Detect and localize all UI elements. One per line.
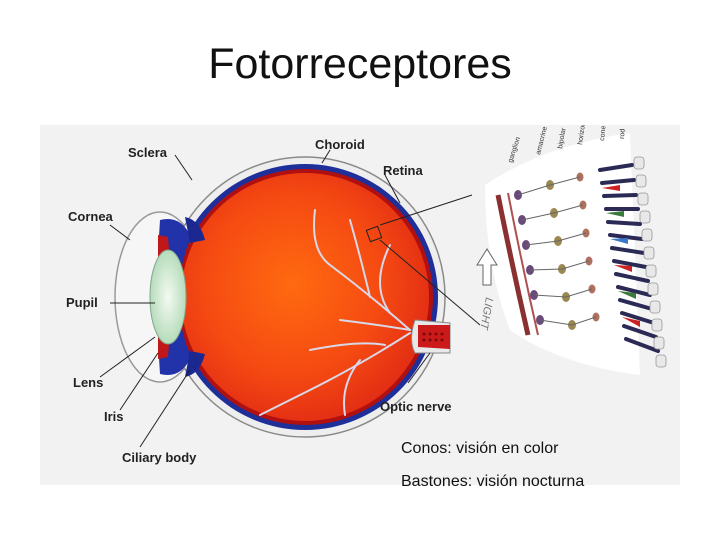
- layer-label-bipolar: bipolar: [557, 127, 568, 150]
- layer-label-rod: rod: [619, 128, 627, 139]
- zoom-line-bottom: [379, 239, 481, 326]
- slide-title: Fotorreceptores: [208, 40, 512, 88]
- optic-nerve: [418, 325, 450, 349]
- retina-cross-section: ganglion amacrine bipolar horizontal con…: [485, 125, 667, 375]
- ciliary-body-upper: [185, 217, 205, 243]
- cone-red-3: [622, 317, 640, 327]
- cone-red-2: [614, 265, 632, 272]
- caption-rods: Bastones: visión nocturna: [401, 473, 585, 490]
- label-sclera: Sclera: [128, 145, 168, 160]
- zoom-line-top: [379, 194, 473, 226]
- layer-label-cone: cone: [599, 125, 608, 141]
- eye-diagram: ganglion amacrine bipolar horizontal con…: [40, 125, 680, 485]
- inner-limiting-membrane: [495, 194, 531, 336]
- label-pupil: Pupil: [66, 295, 98, 310]
- retina-neurons: [514, 172, 600, 330]
- cone-green: [606, 211, 624, 217]
- caption-cones: Conos: visión en color: [401, 440, 559, 457]
- cone-blue: [610, 238, 628, 244]
- cone-green-2: [618, 291, 636, 299]
- photoreceptors: [598, 156, 667, 368]
- leader-lines: [99, 149, 431, 448]
- light-arrow: LIGHT: [476, 248, 498, 332]
- layer-label-horizontal: horizontal: [577, 125, 588, 145]
- label-retina: Retina: [383, 163, 424, 178]
- label-iris: Iris: [104, 409, 124, 424]
- label-lens: Lens: [73, 375, 103, 390]
- label-choroid: Choroid: [315, 137, 365, 152]
- label-ciliary-body: Ciliary body: [122, 450, 197, 465]
- optic-nerve-fibers: [422, 332, 444, 342]
- vitreous-body: [181, 173, 429, 421]
- pigment-epithelium: [633, 156, 667, 368]
- label-cornea: Cornea: [68, 209, 114, 224]
- label-optic-nerve: Optic nerve: [380, 399, 452, 414]
- retina-zoom-marker: [365, 225, 383, 243]
- eye-diagram-svg: ganglion amacrine bipolar horizontal con…: [40, 125, 680, 485]
- light-label: LIGHT: [477, 296, 495, 331]
- cone-red: [602, 185, 620, 191]
- lens: [149, 249, 187, 345]
- retinal-vessels: [259, 209, 411, 416]
